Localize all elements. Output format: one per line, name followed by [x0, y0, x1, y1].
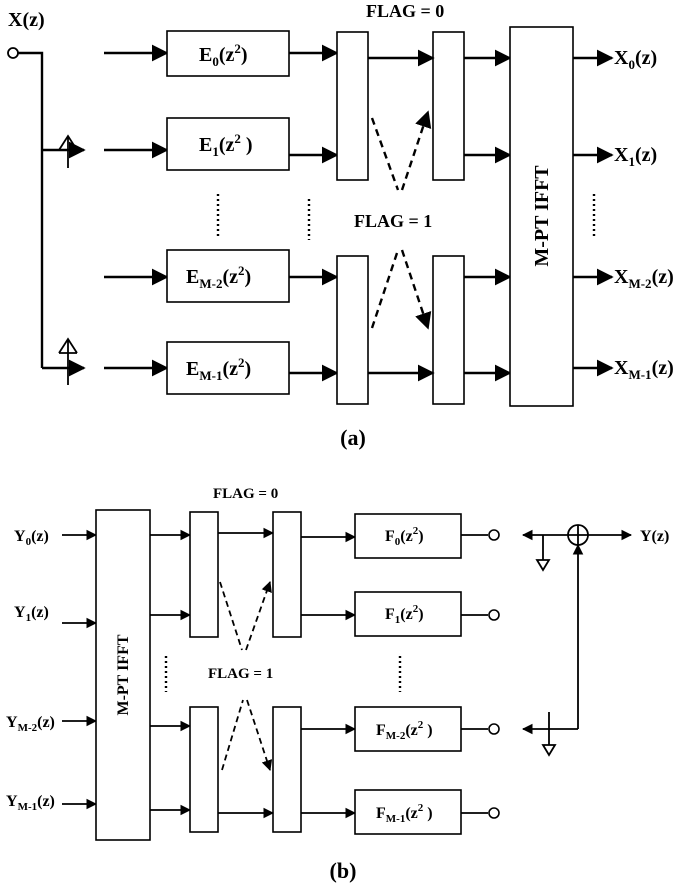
- output-label-y: Y(z): [640, 528, 669, 545]
- input-label: X(z): [8, 9, 45, 31]
- ifft-label: M-PT IFFT: [531, 165, 553, 267]
- filter-label-f1: F1(z2): [385, 603, 424, 626]
- filter-label-fm2: FM-2(z2 ): [376, 719, 433, 742]
- output-node: [488, 529, 500, 541]
- flag1-label-b: FLAG = 1: [208, 666, 273, 682]
- filter-box-f0: [354, 513, 462, 559]
- switch-block-left-top: [336, 31, 369, 181]
- switch-block-left-bottom-b: [189, 706, 219, 833]
- output-node: [488, 609, 500, 621]
- ifft-block: [509, 26, 574, 407]
- crossover-dash: [370, 117, 400, 191]
- output-label-xm1: XM-1(z): [614, 357, 674, 382]
- crossover-dash-arrow: [246, 699, 273, 772]
- filter-box-f1: [354, 591, 462, 637]
- switch-block-left-bottom: [336, 255, 369, 405]
- upsampler-icon: [58, 337, 78, 385]
- input-label-ym2: YM-2(z): [6, 714, 55, 734]
- filter-box-fm2: [354, 706, 462, 752]
- filter-box-em1: [166, 341, 290, 395]
- output-node: [488, 723, 500, 735]
- flag0-label: FLAG = 0: [366, 1, 444, 21]
- filter-label-fm1: FM-1(z2 ): [376, 802, 433, 825]
- input-label-y0: Y0(z): [14, 528, 49, 548]
- crossover-dash: [370, 249, 400, 329]
- filter-label-em2: EM-2(z2): [186, 263, 251, 291]
- filter-label-e1: E1(z2 ): [199, 131, 253, 159]
- switch-block-right-bottom: [432, 255, 465, 405]
- filter-box-e1: [166, 117, 290, 171]
- input-label-ym1: YM-1(z): [6, 793, 55, 813]
- diagram-b: Y0(z) Y1(z) YM-2(z) YM-1(z) M-PT IFFT FL…: [6, 486, 669, 883]
- output-label-xm2: XM-2(z): [614, 266, 674, 291]
- downsampler-icon: [535, 535, 551, 572]
- filter-label-em1: EM-1(z2): [186, 355, 251, 383]
- output-label-x0: X0(z): [614, 47, 657, 72]
- crossover-dash-arrow: [400, 249, 432, 330]
- caption-b: (b): [330, 858, 357, 883]
- filter-box-e0: [166, 30, 290, 77]
- ifft-block-b: [95, 509, 151, 841]
- output-label-x1: X1(z): [614, 144, 657, 169]
- crossover-dash: [219, 581, 243, 651]
- flag1-label: FLAG = 1: [354, 211, 432, 231]
- downsampler-icon: [541, 712, 557, 757]
- switch-block-right-top: [432, 31, 465, 181]
- summing-junction-icon: [567, 524, 589, 546]
- flag0-label-b: FLAG = 0: [213, 486, 278, 502]
- diagram-a: X(z) E0(z2) E1(z2 ) EM-2(z2) EM-1(z2): [7, 1, 674, 450]
- input-label-y1: Y1(z): [14, 604, 49, 624]
- switch-block-right-bottom-b: [272, 706, 302, 833]
- input-bus: [18, 51, 44, 368]
- output-node: [488, 807, 500, 819]
- filter-label-e0: E0(z2): [199, 41, 248, 69]
- crossover-dash: [221, 699, 244, 771]
- input-node: [7, 47, 19, 59]
- switch-block-right-top-b: [272, 511, 302, 638]
- filter-label-f0: F0(z2): [385, 525, 424, 548]
- upsampler-icon: [58, 134, 78, 168]
- switch-block-left-top-b: [189, 511, 219, 638]
- crossover-dash-arrow: [400, 110, 432, 191]
- crossover-dash-arrow: [245, 580, 272, 651]
- ifft-label-b: M-PT IFFT: [115, 634, 132, 715]
- caption-a: (a): [340, 425, 366, 450]
- filter-box-fm1: [354, 789, 462, 835]
